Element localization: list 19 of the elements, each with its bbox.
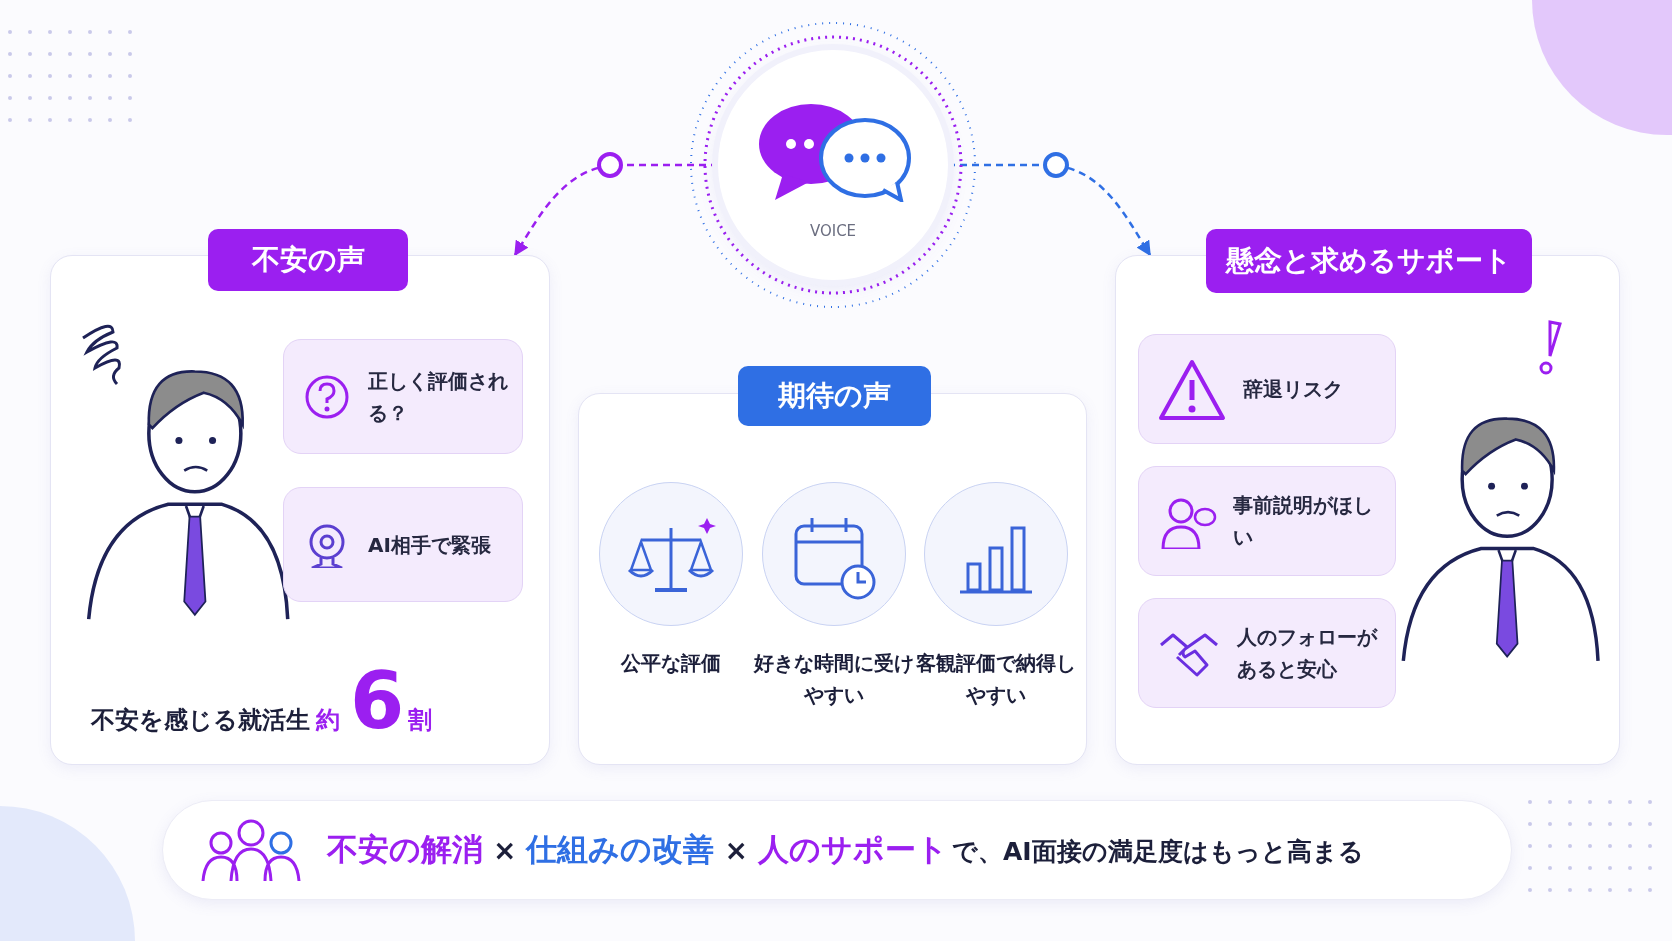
caption-text: 客観評価で納得しやすい (916, 650, 1076, 709)
bubble-text: 事前説明がほしい (1233, 492, 1374, 551)
speech-bubble (283, 487, 523, 602)
bubble-text: AI相手で緊張 (368, 531, 491, 559)
caption-text: 好きな時間に受けやすい (754, 650, 914, 709)
speech-bubble (1138, 598, 1396, 708)
heading-tag: 不安の声 (208, 229, 408, 291)
statistic-text: 不安を感じる就活生 約 6 割 (91, 655, 433, 748)
caption-text: 公平な評価 (619, 650, 722, 677)
summary-text: 不安の解消 × 仕組みの改善 × 人のサポート で、AI面接の満足度はもっと高まる (327, 830, 1365, 869)
speech-bubble (1138, 466, 1396, 576)
bubble-text: 辞退リスク (1243, 376, 1343, 403)
voice-label: VOICE (808, 222, 858, 240)
speech-bubble (1138, 334, 1396, 444)
heading-tag: 懸念と求めるサポート (1206, 229, 1532, 293)
heading-tag: 期待の声 (738, 366, 931, 426)
bubble-text: 正しく評価される？ (368, 367, 509, 427)
speech-bubble (283, 339, 523, 454)
bubble-text: 人のフォローがあると安心 (1237, 624, 1379, 683)
